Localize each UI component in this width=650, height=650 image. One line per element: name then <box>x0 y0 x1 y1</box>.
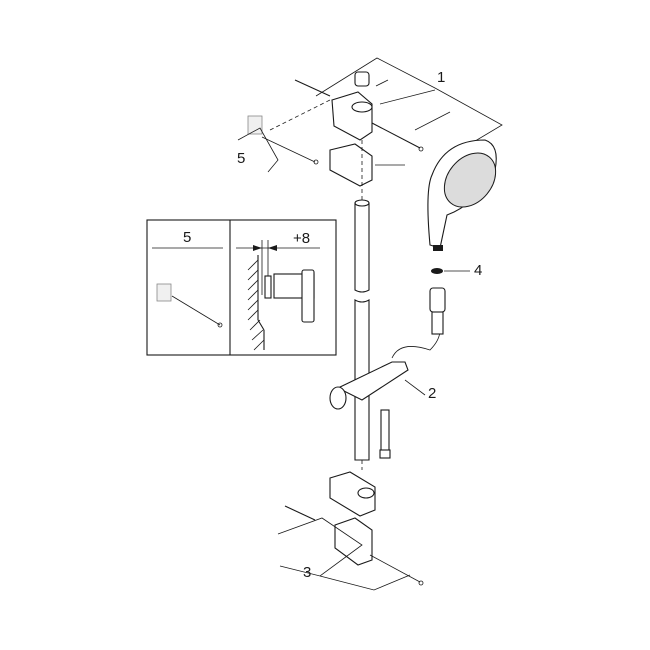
callout-5: 5 <box>237 150 246 167</box>
slider-assembly <box>329 329 441 459</box>
callout-4: 4 <box>474 262 483 279</box>
inset-detail-box <box>146 219 337 356</box>
shower-rail <box>354 140 370 470</box>
inset-dimension-label: +8 <box>293 230 311 247</box>
hand-shower <box>427 139 497 251</box>
bottom-bracket-assembly <box>277 471 424 591</box>
callout-3: 3 <box>303 564 312 581</box>
callout-2: 2 <box>428 385 437 402</box>
callout-1: 1 <box>437 69 446 86</box>
inset-label-5: 5 <box>183 229 192 246</box>
hose-connector <box>429 268 470 335</box>
top-bracket-assembly <box>237 57 503 187</box>
